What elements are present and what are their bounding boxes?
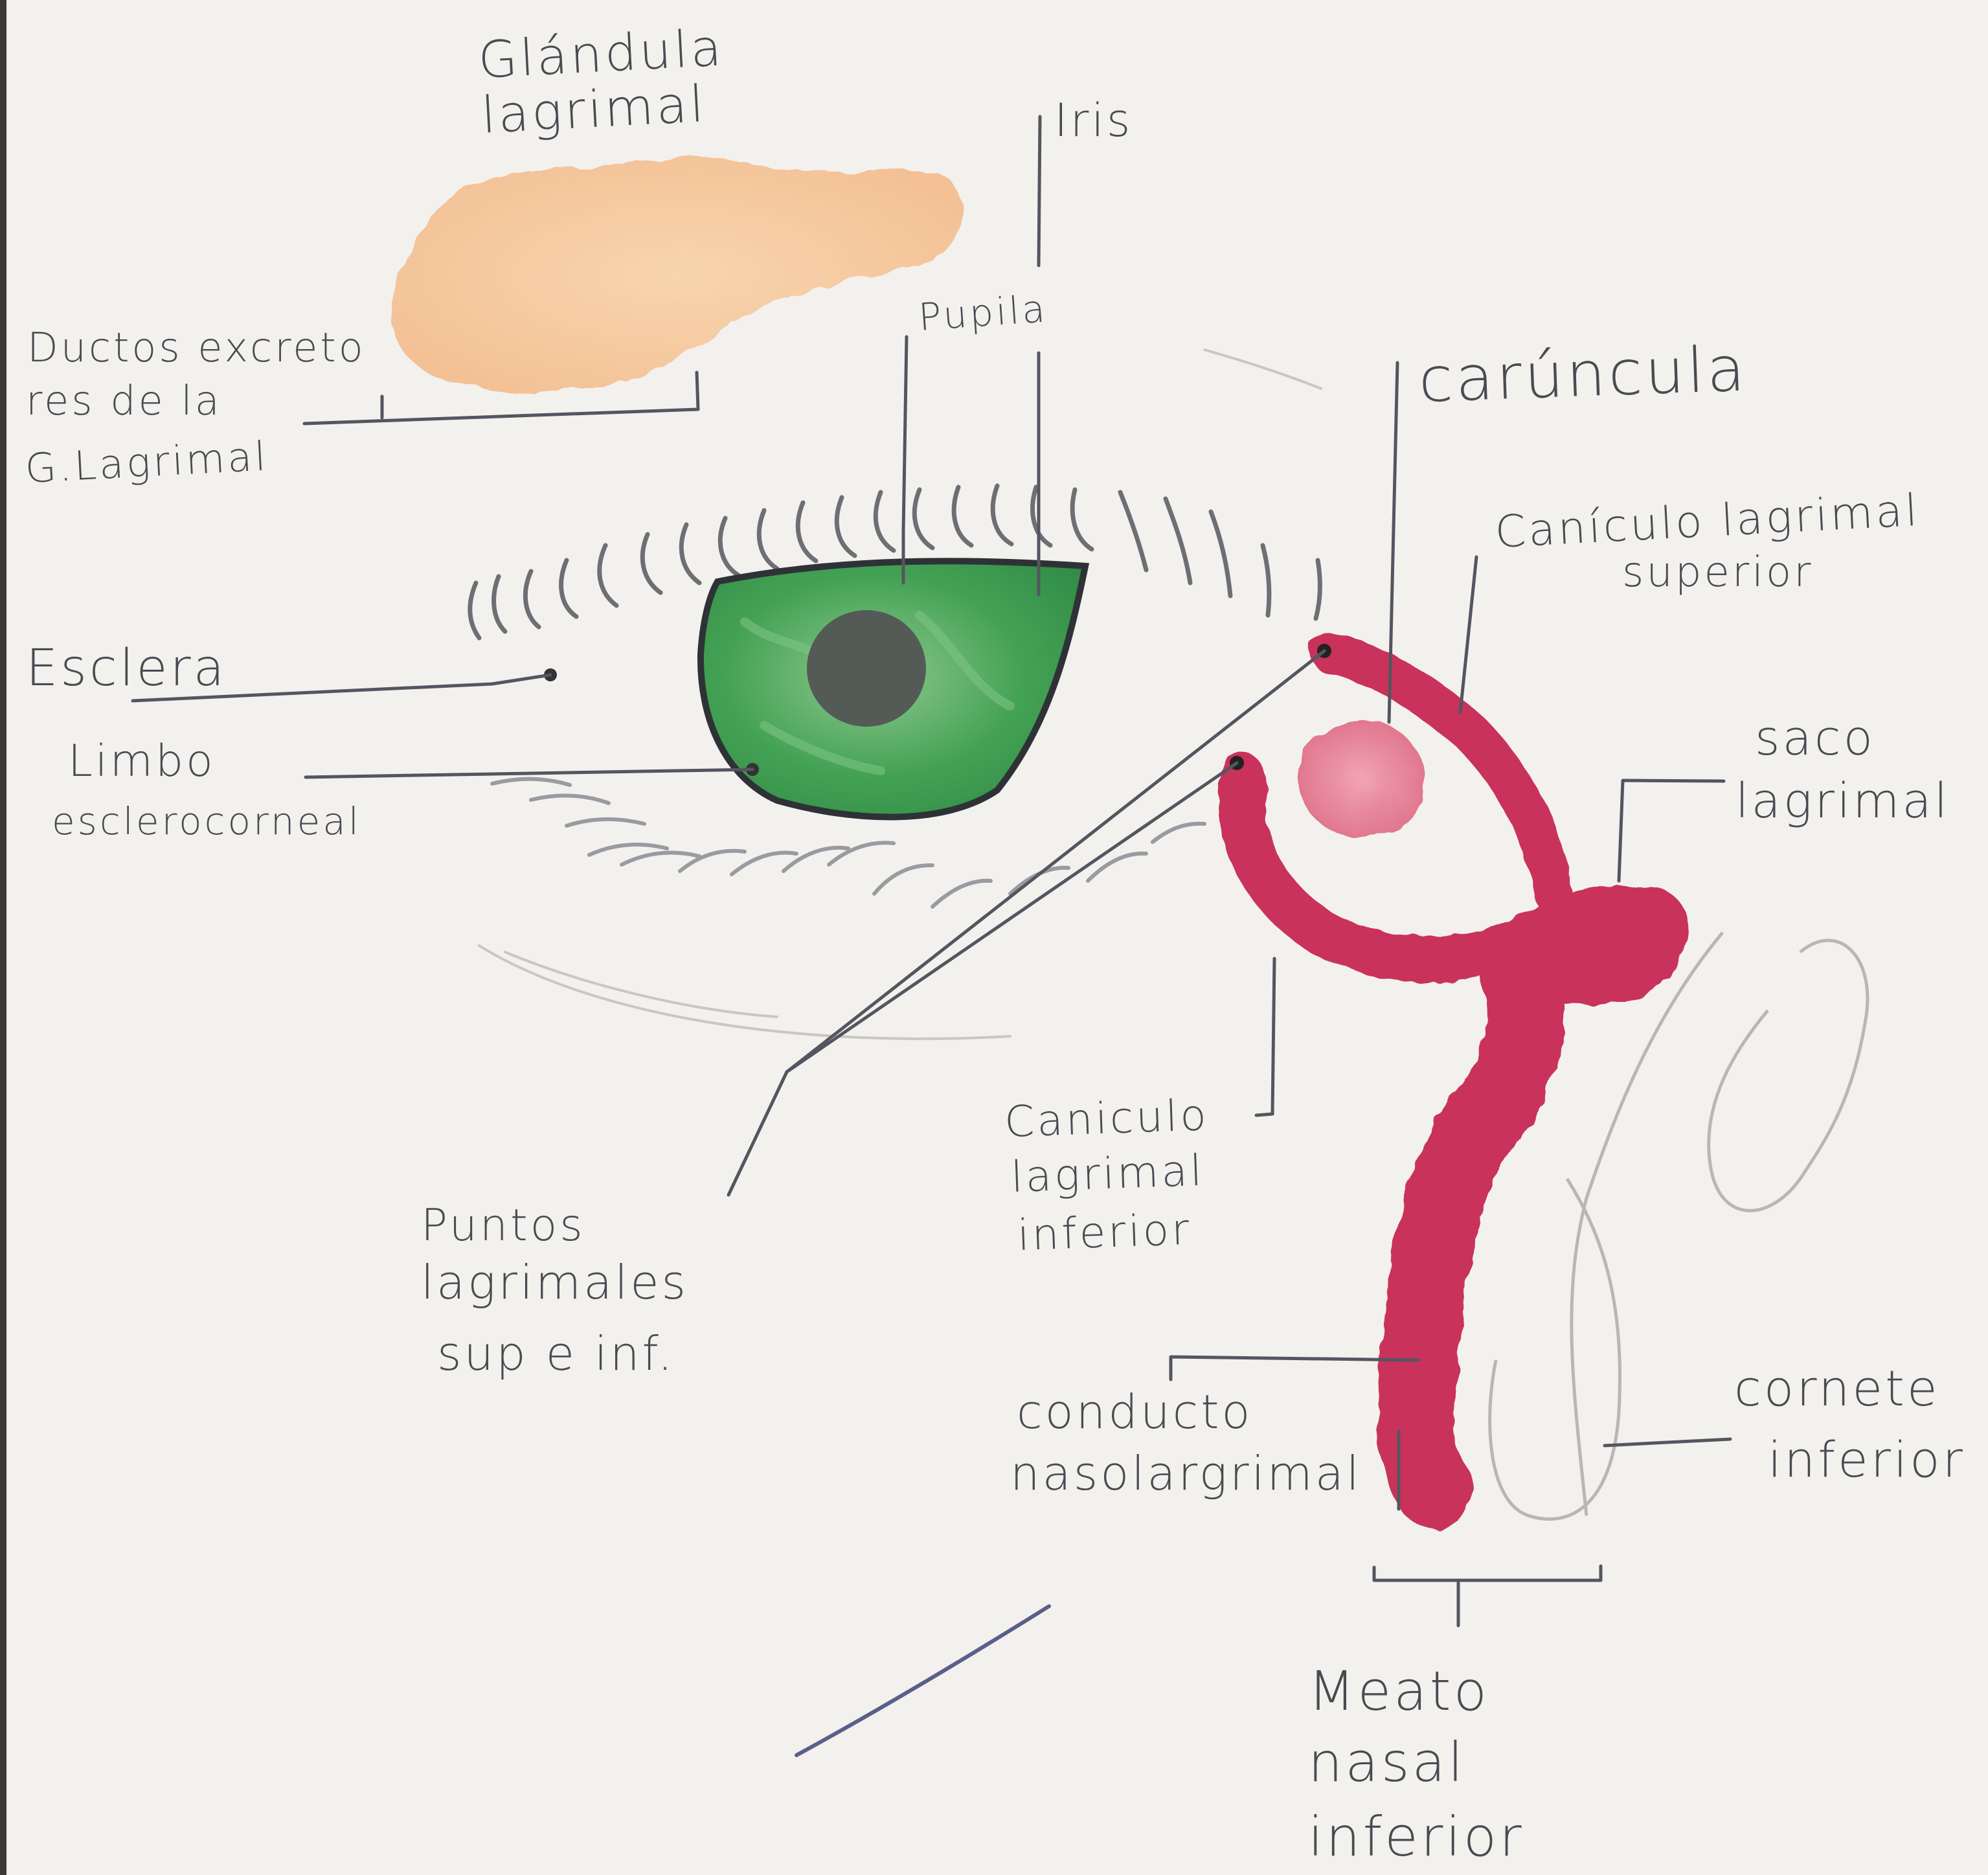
- label-esclera: Esclera: [26, 639, 227, 698]
- label-limbo-2: esclerocorneal: [52, 799, 361, 843]
- label-cornete-2: inferior: [1768, 1431, 1965, 1488]
- label-canaliculo-inferior-1: Caniculo: [1004, 1090, 1210, 1147]
- label-ductos-1: Ductos excreto: [27, 324, 366, 371]
- label-ductos-3: G.Lagrimal: [24, 432, 269, 492]
- label-ductos-2: res de la: [26, 377, 222, 424]
- label-puntos-1: Puntos: [421, 1200, 585, 1251]
- label-canaliculo-inferior-2: lagrimal: [1010, 1146, 1205, 1202]
- label-puntos-2: lagrimales: [421, 1255, 688, 1310]
- label-limbo-1: Limbo: [68, 736, 216, 787]
- nasal-fold-outline: [1709, 940, 1868, 1210]
- label-meato-3: inferior: [1308, 1805, 1524, 1869]
- lower-lid-contour-2: [505, 952, 777, 1017]
- label-glandula-2: lagrimal: [480, 75, 708, 145]
- face-contour-upper: [1204, 350, 1321, 389]
- skin-stroke: [796, 1606, 1049, 1755]
- label-puntos-3: sup e inf.: [437, 1326, 675, 1381]
- label-canaliculo-superior-1: Canículo lagrimal: [1494, 485, 1921, 558]
- pupil: [807, 610, 926, 727]
- nasal-wall-outline: [1572, 933, 1723, 1516]
- label-meato-1: Meato: [1308, 1659, 1489, 1723]
- label-cornete-1: cornete: [1734, 1359, 1940, 1417]
- label-saco-2: lagrimal: [1735, 773, 1950, 829]
- label-canaliculo-inferior-3: inferior: [1017, 1205, 1193, 1260]
- label-canaliculo-superior-2: superior: [1622, 549, 1813, 597]
- label-pupila: Pupila: [917, 286, 1049, 339]
- label-meato-2: nasal: [1308, 1731, 1465, 1794]
- label-conducto-2: nasolargrimal: [1010, 1446, 1362, 1501]
- label-caruncula: carúncula: [1418, 332, 1748, 416]
- label-saco-1: saco: [1755, 710, 1875, 766]
- caruncle: [1298, 720, 1425, 837]
- label-iris: Iris: [1054, 94, 1133, 147]
- lacrimal-gland: [392, 158, 962, 392]
- label-conducto-1: conducto: [1017, 1385, 1252, 1439]
- inferior-turbinate: [1490, 1179, 1620, 1519]
